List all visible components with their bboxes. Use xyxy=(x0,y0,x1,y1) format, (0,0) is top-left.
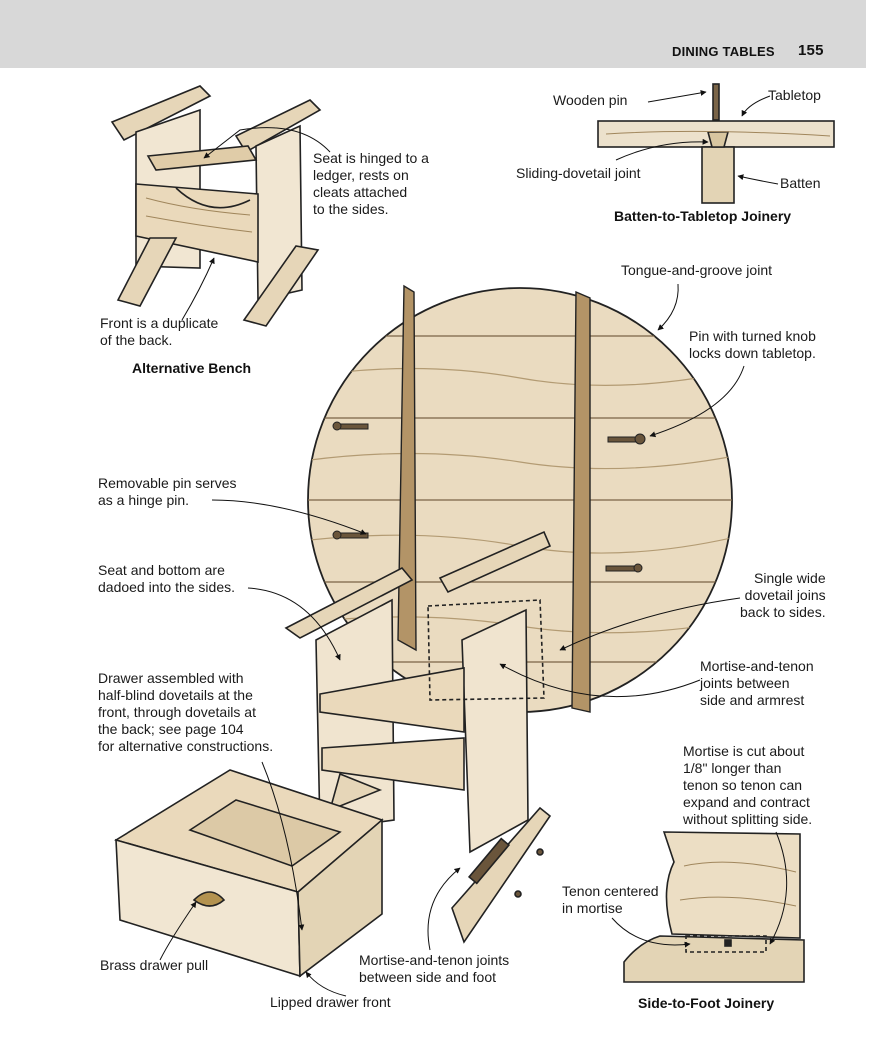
callout-seat-hinged-line: Seat is hinged to a xyxy=(313,150,429,166)
callout-seat-bottom-line: Seat and bottom are xyxy=(98,562,225,578)
callout-removable-pin-line: as a hinge pin. xyxy=(98,492,190,508)
callout-sliding-dovetail: Sliding-dovetail joint xyxy=(516,165,641,181)
callout-front-duplicate-line: of the back. xyxy=(100,332,173,348)
callout-single-dovetail: Single wide dovetail joins back to sides… xyxy=(740,570,826,621)
callout-drawer-assembled-line: for alternative constructions. xyxy=(98,738,274,754)
callout-seat-bottom: Seat and bottom are dadoed into the side… xyxy=(98,562,235,596)
callout-front-duplicate-line: Front is a duplicate xyxy=(100,315,219,331)
drawer-drawing xyxy=(114,769,384,978)
callout-single-dovetail-line: dovetail joins xyxy=(744,587,826,603)
callout-mortise-foot-line: between side and foot xyxy=(359,969,496,985)
callout-brass-pull: Brass drawer pull xyxy=(100,957,209,973)
caption-alternative-bench: Alternative Bench xyxy=(132,360,252,376)
callout-pin-turned-knob-line: locks down tabletop. xyxy=(689,345,816,361)
callout-tabletop: Tabletop xyxy=(768,87,821,103)
callout-mortise-cut-line: Mortise is cut about xyxy=(683,743,805,759)
callout-front-duplicate: Front is a duplicate of the back. xyxy=(100,315,218,349)
callout-seat-bottom-line: dadoed into the sides. xyxy=(98,579,235,595)
callout-pin-turned-knob-line: Pin with turned knob xyxy=(689,328,816,344)
callout-mortise-cut-line: tenon so tenon can xyxy=(683,777,803,793)
page-number: 155 xyxy=(798,42,824,59)
batten-joinery-drawing xyxy=(597,83,835,204)
callout-drawer-assembled-line: Drawer assembled with xyxy=(98,670,244,686)
callout-drawer-assembled-line: half-blind dovetails at the xyxy=(98,687,253,703)
callout-seat-hinged-line: ledger, rests on xyxy=(313,167,409,183)
callout-removable-pin-line: Removable pin serves xyxy=(98,475,237,491)
callout-mortise-foot-line: Mortise-and-tenon joints xyxy=(359,952,510,968)
callout-seat-hinged: Seat is hinged to a ledger, rests on cle… xyxy=(313,150,429,218)
callout-removable-pin: Removable pin serves as a hinge pin. xyxy=(98,475,237,509)
callout-mortise-cut-line: without splitting side. xyxy=(683,811,813,827)
callout-mortise-armrest-line: Mortise-and-tenon xyxy=(700,658,814,674)
side-foot-joinery-drawing xyxy=(623,831,805,983)
callout-lipped-front: Lipped drawer front xyxy=(270,994,391,1010)
callout-tongue-groove: Tongue-and-groove joint xyxy=(621,262,772,278)
callout-mortise-cut: Mortise is cut about 1/8" longer than te… xyxy=(683,743,812,828)
callout-seat-hinged-line: to the sides. xyxy=(313,201,389,217)
callout-mortise-armrest-line: joints between xyxy=(700,675,790,691)
callout-mortise-armrest: Mortise-and-tenon joints between side an… xyxy=(700,658,814,709)
callout-single-dovetail-line: back to sides. xyxy=(740,604,826,620)
callout-single-dovetail-line: Single wide xyxy=(754,570,826,586)
callout-mortise-cut-line: 1/8" longer than xyxy=(683,760,782,776)
running-head-section: DINING TABLES xyxy=(672,44,775,59)
callout-seat-hinged-line: cleats attached xyxy=(313,184,408,200)
callout-tenon-centered: Tenon centered in mortise xyxy=(562,883,659,917)
callout-tenon-centered-line: Tenon centered xyxy=(562,883,659,899)
callout-drawer-assembled-line: the back; see page 104 xyxy=(98,721,244,737)
callout-tenon-centered-line: in mortise xyxy=(562,900,623,916)
callout-drawer-assembled-line: front, through dovetails at xyxy=(98,704,256,720)
callout-drawer-assembled: Drawer assembled with half-blind dovetai… xyxy=(98,670,273,755)
callout-mortise-cut-line: expand and contract xyxy=(683,794,810,810)
callout-pin-turned-knob: Pin with turned knob locks down tabletop… xyxy=(689,328,816,362)
callout-batten: Batten xyxy=(780,175,821,191)
caption-batten-joinery: Batten-to-Tabletop Joinery xyxy=(614,208,792,224)
callout-wooden-pin: Wooden pin xyxy=(553,92,628,108)
header-band xyxy=(0,0,866,68)
callout-mortise-armrest-line: side and armrest xyxy=(700,692,805,708)
caption-side-to-foot: Side-to-Foot Joinery xyxy=(638,995,775,1011)
alternative-bench-drawing xyxy=(110,85,322,327)
round-tabletop-drawing xyxy=(307,284,733,713)
callout-mortise-foot: Mortise-and-tenon joints between side an… xyxy=(359,952,509,986)
